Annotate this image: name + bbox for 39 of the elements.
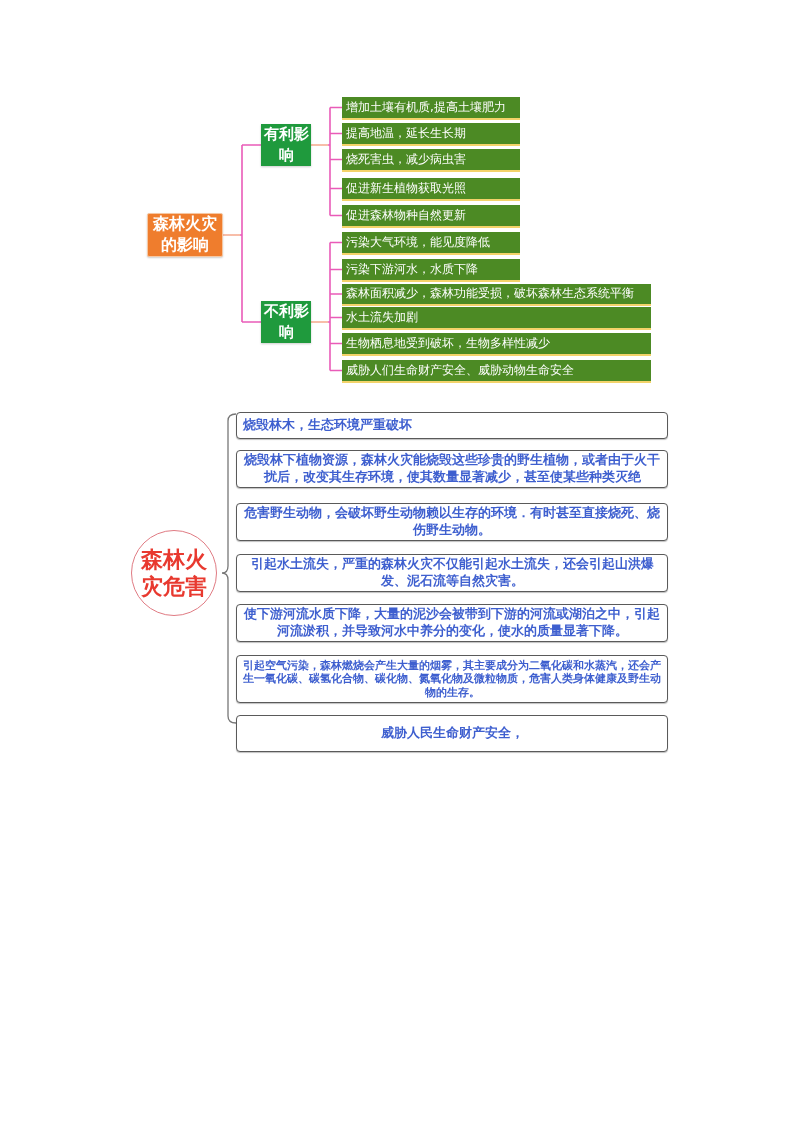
leaf-box [342,333,651,354]
connector-line [222,144,262,323]
connector-line [310,241,343,372]
branch-text: 不利影响 [262,301,310,343]
note-text: 威胁人民生命财产安全， [380,725,524,742]
leaf-box [342,97,520,118]
leaf-text: 促进新生植物获取光照 [346,181,466,196]
note-text: 引起空气污染，森林燃烧会产生大量的烟雾，其主要成分为二氧化碳和水蒸汽，还会产生一氧化碳、碳氢化合物、碳化物、氮氧化物及微粒物质，危害人类身体健康及野生动物的生存。 [242,658,662,700]
note-box [236,412,668,439]
note-text: 烧毁林下植物资源，森林火灾能烧毁这些珍贵的野生植物，或者由于火干扰后，改变其生存环境，使其数量显著减少，甚至使某些种类灭绝 [243,452,661,486]
leaf-text: 烧死害虫，减少病虫害 [346,152,466,167]
connector-line [310,106,343,217]
leaf-box [342,284,651,304]
leaf-text: 污染下游河水，水质下降 [346,262,478,277]
leaf-text: 水土流失加剧 [346,310,418,325]
leaf-text: 生物栖息地受到破坏，生物多样性减少 [346,336,550,351]
leaf-box [342,123,520,144]
note-box [236,554,668,592]
branch-text: 有利影响 [262,124,310,166]
note-box [236,715,668,752]
leaf-box [342,259,520,280]
leaf-box [342,307,651,328]
leaf-text: 森林面积减少，森林功能受损，破坏森林生态系统平衡 [346,287,634,301]
note-text: 使下游河流水质下降，大量的泥沙会被带到下游的河流或湖泊之中，引起河流淤积，并导致河水中养分的变化，使水的质量显著下降。 [242,606,661,640]
leaf-box [342,360,651,381]
leaf-text: 提高地温，延长生长期 [346,126,466,141]
topic-text: 森林火灾的影响 [152,214,218,256]
note-text: 引起水土流失，严重的森林火灾不仅能引起水土流失，还会引起山洪爆发、泥石流等自然灾害。 [249,556,655,590]
leaf-text: 威胁人们生命财产安全、威胁动物生命安全 [346,363,574,378]
leaf-box [342,205,520,226]
leaf-box [342,149,520,170]
leaf-text: 污染大气环境，能见度降低 [346,235,490,250]
topic-text: 森林火灾危害 [140,545,208,601]
note-text: 烧毁林木，生态环境严重破坏 [243,417,412,434]
leaf-box [342,232,520,253]
leaf-text: 增加土壤有机质,提高土壤肥力 [346,100,506,115]
leaf-box [342,178,520,199]
leaf-text: 促进森林物种自然更新 [346,208,466,223]
note-text: 危害野生动物，会破坏野生动物赖以生存的环境．有时甚至直接烧死、烧伤野生动物。 [243,505,661,539]
